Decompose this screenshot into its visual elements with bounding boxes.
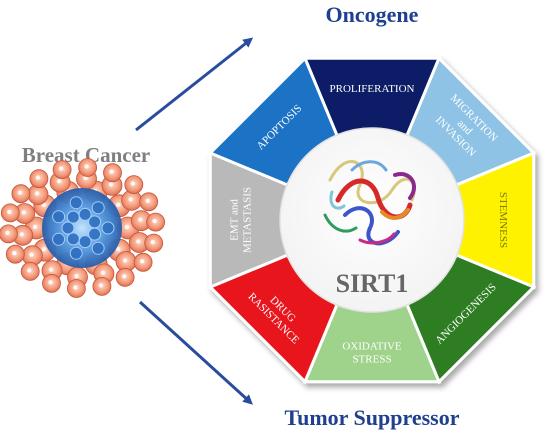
sirt1-label: SIRT1: [336, 269, 409, 298]
sirt1-octagon: [207, 55, 537, 385]
segment-label-line: OXIDATIVE: [342, 341, 402, 353]
tumor-suppressor-heading: Tumor Suppressor: [284, 405, 459, 430]
tumor-cell-nucleus: [109, 169, 114, 174]
tumor-cell-nucleus: [74, 273, 79, 279]
tumor-cell-nucleus: [100, 270, 106, 275]
tumor-cell-nucleus: [7, 209, 12, 215]
segment-label-line: EMT and: [229, 199, 241, 241]
tumor-core-cell: [91, 241, 105, 255]
tumor-cell-nucleus: [152, 218, 157, 224]
segment-label-stemness: STEMNESS: [497, 192, 509, 248]
tumor-cell-nucleus: [32, 224, 38, 230]
tumor-cell-nucleus: [27, 268, 32, 273]
arrow-to-oncogene: [135, 37, 254, 132]
tumor-core-cell: [101, 221, 115, 235]
tumor-cell-nucleus: [150, 239, 155, 245]
tumor-cell-nucleus: [21, 210, 26, 215]
tumor-cell-nucleus: [121, 274, 127, 279]
tumor-cell-nucleus: [84, 164, 89, 169]
segment-label-line: METASTASIS: [242, 187, 254, 253]
tumor-cell-nucleus: [138, 217, 143, 222]
tumor-cell-nucleus: [145, 198, 150, 203]
tumor-cell-nucleus: [122, 258, 128, 263]
tumor-core-cell: [66, 232, 80, 246]
tumor-cell-nucleus: [12, 251, 17, 256]
tumor-core-cell: [91, 201, 105, 215]
tumor-cell-nucleus: [136, 239, 141, 244]
tumor-core-cell: [78, 207, 92, 221]
tumor-cell-nucleus: [17, 190, 23, 195]
tumor-cell-nucleus: [116, 247, 121, 252]
tumor-cell-nucleus: [139, 259, 145, 264]
tumor-cell-nucleus: [128, 197, 133, 202]
tumor-core-cell: [78, 235, 92, 249]
arrow-to-tumor-suppressor: [138, 300, 253, 405]
tumor-core-cell: [52, 232, 66, 246]
tumor-cell-nucleus: [29, 252, 34, 257]
tumor-cell-nucleus: [73, 285, 78, 290]
tumor-cell-nucleus: [130, 181, 135, 186]
tumor-cell-nucleus: [19, 232, 24, 237]
tumor-core-cell: [52, 210, 66, 224]
tumor-cell-nucleus: [41, 247, 46, 252]
tumor-cell-nucleus: [48, 280, 53, 285]
segment-label-line: PROLIFERATION: [330, 83, 415, 95]
tumor-cell-nucleus: [108, 182, 114, 187]
segment-label-proliferation: PROLIFERATION: [330, 83, 415, 95]
tumor-core-cell: [69, 196, 83, 210]
tumor-cell-nucleus: [58, 166, 64, 171]
tumor-core-cell: [88, 215, 102, 229]
sirt1-protein-structure-icon: [323, 160, 416, 246]
tumor-cell-nucleus: [35, 175, 41, 180]
segment-label-line: STRESS: [352, 354, 391, 366]
tumor-core-cell: [61, 221, 75, 235]
tumor-core-cell: [69, 246, 83, 260]
tumor-cell-nucleus: [34, 191, 40, 196]
tumor-cell-nucleus: [48, 267, 54, 272]
tumor-cell-nucleus: [56, 179, 62, 184]
tumor-core-cell: [66, 210, 80, 224]
tumor-cell-nucleus: [5, 230, 10, 236]
tumor-illustration: [0, 158, 166, 298]
tumor-cell-nucleus: [98, 283, 104, 288]
oncogene-heading: Oncogene: [326, 2, 419, 27]
segment-label-line: STEMNESS: [497, 192, 509, 248]
tumor-cell-nucleus: [124, 224, 130, 230]
tumor-cell-nucleus: [116, 202, 121, 207]
